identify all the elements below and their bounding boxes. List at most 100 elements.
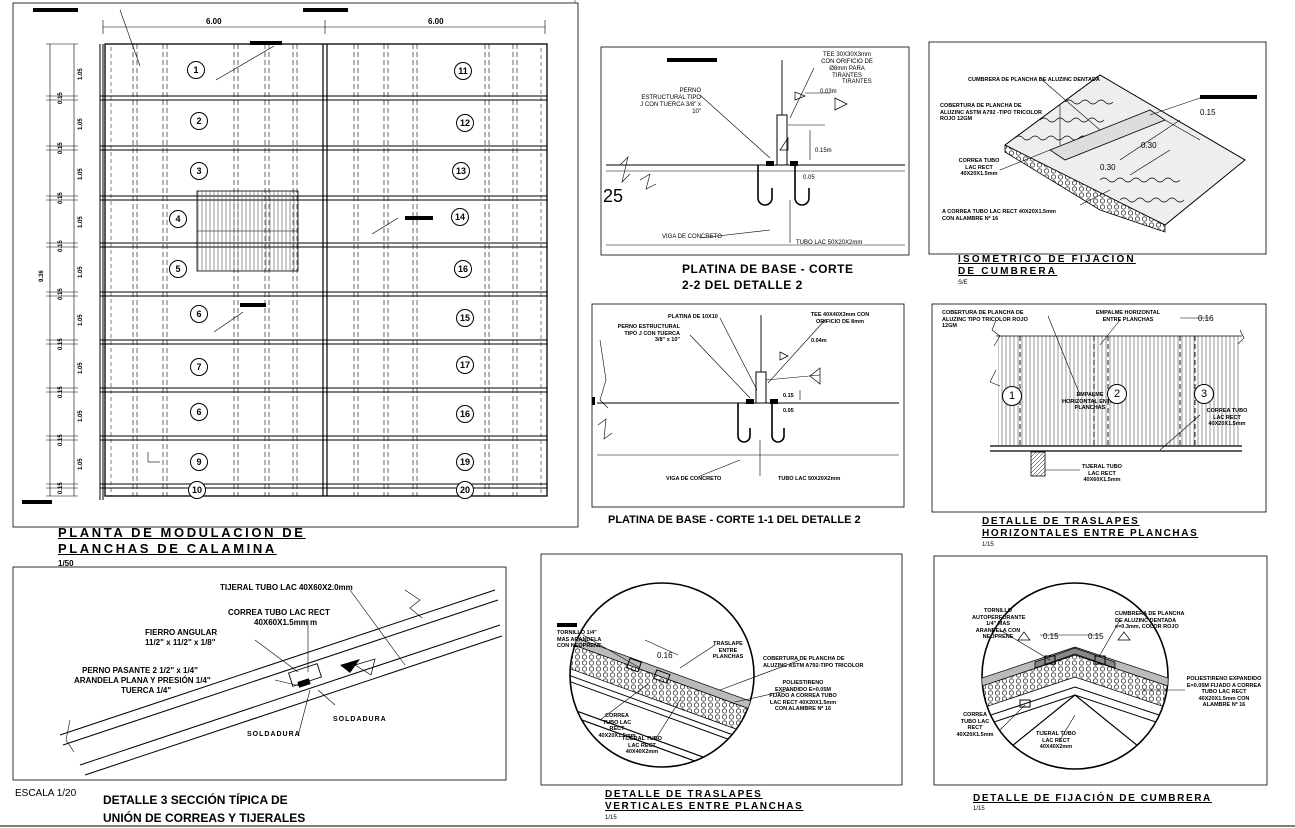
label-tubo: TUBO LAC 50X20X2mm [796, 240, 863, 246]
label-perno-d3-1: PERNO PASANTE 2 1/2" x 1/4" [82, 666, 198, 675]
horiz-ref-1: 1 [1002, 386, 1022, 406]
label-viga: VIGA DE CONCRETO [662, 234, 722, 240]
panel-number: 6 [190, 403, 208, 421]
dim-module: 1.05 [78, 314, 84, 326]
label-viga-11: VIGA DE CONCRETO [666, 476, 722, 482]
dim-c-11: 0.05 [783, 408, 794, 414]
label-correa-d3-2: 40X60X1.5mm m [254, 618, 318, 627]
label-tee-11: TEE 40X40X3mm CON ORIFICIO DE 8mm [810, 312, 870, 325]
label-tijeral-d3: TIJERAL TUBO LAC 40X60X2.0mm [220, 583, 353, 592]
cumbrera-title: DETALLE DE FIJACIÓN DE CUMBRERA [973, 793, 1212, 804]
label-perno-d3-2: ARANDELA PLANA Y PRESIÓN 1/4" [74, 676, 211, 685]
detalle-3-view [12, 566, 507, 781]
panel-number: 14 [451, 208, 469, 226]
corte-1-1-view [591, 303, 905, 508]
label-tubo-11: TUBO LAC 50X20X2mm [778, 476, 841, 482]
planta-title-line2: PLANCHAS DE CALAMINA [58, 541, 277, 556]
vert-title-line2: VERTICALES ENTRE PLANCHAS [605, 801, 804, 812]
dim-module: 1.05 [78, 266, 84, 278]
d3-title-line1: DETALLE 3 SECCIÓN TÍPICA DE [103, 793, 288, 807]
label-correa-d3-1: CORREA TUBO LAC RECT [228, 608, 330, 617]
panel-number: 19 [456, 453, 474, 471]
dim-module: 1.05 [78, 362, 84, 374]
horiz-title-line1: DETALLE DE TRASLAPES [982, 516, 1140, 527]
dim-module: 1.05 [78, 216, 84, 228]
label-cumbrera-c: CUMBRERA DE PLANCHA DE ALUZINC DENTADA e… [1115, 611, 1185, 630]
dim-overlap: 0.15 [58, 434, 64, 446]
panel-number: 16 [454, 260, 472, 278]
panel-number: 2 [190, 112, 208, 130]
panel-number: 4 [169, 210, 187, 228]
dim-module: 1.05 [78, 168, 84, 180]
label-a-correa: A CORREA TUBO LAC RECT 40X20X1.5mm CON A… [942, 209, 1056, 222]
panel-number: 16 [456, 405, 474, 423]
dim-top-right: 6.00 [428, 17, 444, 26]
label-empalme-h: EMPALME HORIZONTAL ENTRE PLANCHAS [1095, 310, 1161, 323]
label-platina: PLATINA DE 10X10 [668, 314, 718, 320]
label-perno-11: PERNO ESTRUCTURAL TIPO J CON TUERCA 3/8"… [617, 324, 680, 343]
label-poli-v: POLIESTIRENO EXPANDIDO E=0.05M FIJADO A … [769, 680, 837, 712]
vert-dim: 0.16 [657, 651, 673, 660]
vert-scale: 1/15 [605, 815, 617, 821]
cumbrera-dim-r: 0.15 [1088, 632, 1104, 641]
label-soldadura-1: SOLDADURA [333, 716, 387, 723]
label-perno: PERNO ESTRUCTURAL TIPO J CON TUERCA 3/8"… [640, 88, 701, 115]
axis-number: 25 [603, 186, 624, 206]
vert-title-line1: DETALLE DE TRASLAPES [605, 789, 763, 800]
dim-module: 1.05 [78, 458, 84, 470]
label-perno-d3-3: TUERCA 1/4" [121, 686, 172, 695]
dim-module: 1.05 [78, 118, 84, 130]
panel-number: 6 [190, 305, 208, 323]
panel-number: 5 [169, 260, 187, 278]
panel-number: 17 [456, 356, 474, 374]
planta-scale: 1/50 [58, 559, 74, 568]
panel-number: 7 [190, 358, 208, 376]
dim-overlap: 0.15 [58, 142, 64, 154]
label-tijeral-v: TIJERAL TUBO LAC RECT 40X40X2mm [622, 736, 662, 755]
dim-overlap: 0.15 [58, 386, 64, 398]
label-cobertura-h: COBERTURA DE PLANCHA DE ALUZINC TIPO TRI… [942, 310, 1028, 329]
label-traslape-v: TRASLAPE ENTRE PLANCHAS [712, 641, 744, 660]
panel-number: 13 [452, 162, 470, 180]
label-correa-v: CORREA TUBO LAC RECT 40X20X1.5mm [598, 713, 636, 739]
iso-title-line1: ISOMETRICO DE FIJACION [958, 254, 1136, 265]
panel-number: 10 [188, 481, 206, 499]
dim-overlap: 0.15 [58, 288, 64, 300]
horiz-title-line2: HORIZONTALES ENTRE PLANCHAS [982, 528, 1199, 539]
corte22-title-line1: PLATINA DE BASE - CORTE [682, 262, 854, 276]
label-tornillo-c: TORNILLO AUTOPERFORANTE 1/4" MAS ARANDEL… [972, 608, 1026, 640]
label-correa-h: CORREA TUBO LAC RECT 40X20X1.5mm [1206, 408, 1248, 427]
dim-overlap: 0.15 [58, 240, 64, 252]
dim-overlap: 0.15 [58, 338, 64, 350]
label-cobertura: COBERTURA DE PLANCHA DE ALUZINC ASTM A79… [940, 103, 1042, 122]
label-tirantes: TIRANTES [842, 79, 872, 85]
panel-number: 3 [190, 162, 208, 180]
panel-number: 1 [187, 61, 205, 79]
horiz-dim: 0.16 [1198, 314, 1214, 323]
dim-b: 0.15m [815, 148, 832, 154]
vertical-overlap-view [540, 553, 903, 786]
panel-number: 9 [190, 453, 208, 471]
label-correa: CORREA TUBO LAC RECT 40X20X1.5mm [958, 158, 1000, 177]
dim-module: 1.05 [78, 68, 84, 80]
dim-a-11: 0.04m [811, 338, 827, 344]
dim-overlap: 0.15 [58, 92, 64, 104]
panel-number: 12 [456, 114, 474, 132]
iso-dim-2: 0.30 [1141, 141, 1157, 150]
iso-dim-1: 0.15 [1200, 108, 1216, 117]
dim-c: 0.05 [803, 175, 815, 181]
label-tee: TEE 30X30X3mm CON ORIFICIO DE Ø8mm PARA … [821, 52, 873, 79]
dim-overlap: 0.15 [58, 192, 64, 204]
isometric-cumbrera-view [928, 41, 1267, 255]
d3-title-line2: UNIÓN DE CORREAS Y TIJERALES [103, 811, 306, 825]
dim-module: 1.05 [78, 410, 84, 422]
label-fierro-1: FIERRO ANGULAR [145, 628, 218, 637]
cumbrera-dim-l: 0.15 [1043, 632, 1059, 641]
corte-2-2-view [600, 46, 910, 256]
escala-label: ESCALA 1/20 [15, 788, 77, 799]
label-cobertura-v: COBERTURA DE PLANCHA DE ALUZINC ASTM A79… [763, 656, 864, 669]
corte11-title: PLATINA DE BASE - CORTE 1-1 DEL DETALLE … [608, 514, 861, 526]
dim-a: 0.03m [820, 89, 837, 95]
horiz-ref-3: 3 [1194, 384, 1214, 404]
